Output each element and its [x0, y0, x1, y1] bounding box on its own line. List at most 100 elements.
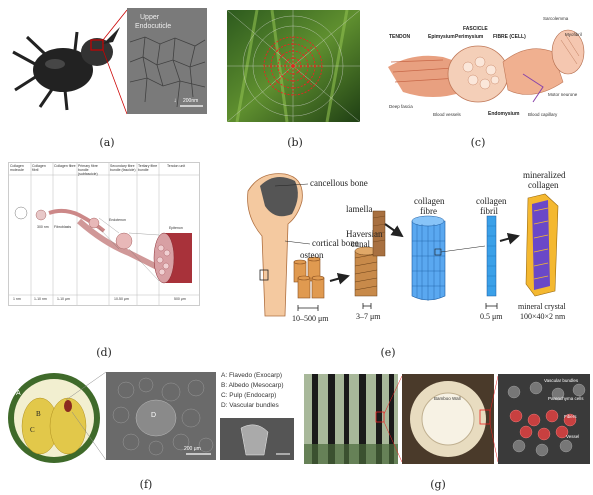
vascular-bundles-highlight [509, 409, 577, 441]
label-parenchyma: Parenchyma cells [548, 396, 584, 401]
zoom-marker [90, 39, 104, 51]
scale-label-f: 200 μm [184, 446, 201, 452]
label-mineralized-2: collagen [528, 180, 559, 190]
label-dim: 300 nm [37, 225, 49, 229]
label-collagen-fibre-2: fibre [420, 206, 437, 216]
scale-0: 1 nm [13, 297, 21, 301]
scale-2: 1-10 μm [57, 297, 70, 301]
label-mineral-crystal: mineral crystal [518, 302, 566, 311]
scale-1: 1-10 nm [34, 297, 47, 301]
sem-citrus-main [106, 372, 216, 460]
label-myofibril: Myofibril [565, 32, 582, 37]
label-endomysium: Endomysium [488, 111, 520, 117]
label-vascular-bundles: Vascular bundles [544, 378, 579, 383]
header-molecule: Collagen molecule [10, 164, 25, 172]
label-endotenon: Endotenon [109, 218, 126, 222]
scale-label-lamella: 3–7 μm [356, 312, 381, 321]
mineralized-collagen-block [525, 193, 559, 297]
myofibril-shape [551, 29, 585, 75]
label-collagen-fibre-1: collagen [414, 196, 445, 206]
label-haversian-2: canal [351, 239, 370, 249]
scale-label-fibril: 0.5 μm [480, 312, 503, 321]
label-epimysium: Epimysium [428, 34, 455, 40]
zoom-label-upper: Upper [140, 14, 160, 21]
beetle-figure: ↓ [12, 8, 207, 115]
label-C: C [30, 426, 35, 434]
label-epitenon: Epitenon [169, 226, 183, 230]
label-B: B [36, 410, 41, 418]
caption-e: (e) [380, 346, 396, 359]
tendon-shape [388, 55, 463, 97]
label-fibers: Fibers [564, 414, 577, 419]
header-tertiary: Tertiary fibre bundle [138, 164, 158, 172]
panel-d-tendon-hierarchy: Collagen molecule Collagen fibril Collag… [8, 162, 200, 306]
muscle-diagram [388, 29, 585, 103]
label-lamella: lamella [346, 204, 373, 214]
caption-f: (f) [139, 478, 153, 491]
label-osteon: osteon [300, 250, 324, 260]
beetle-silhouette [12, 27, 120, 111]
osteon-cluster [293, 256, 325, 299]
panel-a-beetle: ↓ Upper Endocuticle 200nm [5, 2, 210, 120]
label-deep-fascia: Deep fascia [389, 104, 413, 109]
bamboo-culm-photo [402, 374, 494, 464]
label-fascicle: FASCICLE [463, 26, 488, 32]
citrus-cross-section [8, 373, 100, 463]
label-cortical-bone: cortical bone [312, 238, 359, 248]
panel-g-bamboo: Bamboo Wall Vascular bundles Parenchyma … [304, 374, 590, 464]
header-primary: Primary fibre bundle (subfascicle) [78, 164, 98, 176]
scale-3: 10-50 μm [114, 297, 129, 301]
spider-web-photo [227, 10, 360, 122]
bamboo-micrograph [498, 374, 590, 464]
label-D: D [151, 412, 157, 419]
caption-c: (c) [470, 136, 486, 149]
panel-e-bone-hierarchy: cancellous bone cortical bone osteon lam… [230, 166, 590, 338]
panel-f-citrus: A B C D 200 μm A: Flavedo (Exocarp) B: A… [6, 370, 296, 464]
caption-b: (b) [287, 136, 303, 149]
zoom-label-endocuticle: Endocuticle [135, 23, 172, 30]
fascicle-shape [447, 45, 509, 103]
header-secondary: Secondary fibre bundle (fascicle) [110, 164, 136, 172]
header-fibre: Collagen fibre [54, 164, 76, 168]
bamboo-forest-photo [304, 374, 398, 464]
scale-label-osteon: 10–500 μm [292, 314, 329, 323]
sem-citrus-inset [220, 418, 294, 460]
label-perimysium: Perimysium [455, 34, 484, 40]
cancellous-region [260, 177, 298, 217]
web-highlight [263, 36, 323, 96]
legend-a: A: Flavedo (Exocarp) [221, 372, 283, 379]
label-fibroblasts: Fibroblasts [54, 225, 72, 229]
collagen-fibre-block [411, 215, 446, 301]
legend-c: C: Pulp (Endocarp) [221, 392, 277, 399]
arrow-mark: ↓ [174, 98, 177, 104]
legend-b: B: Albedo (Mesocarp) [221, 382, 284, 389]
scale-6: 500 μm [174, 297, 186, 301]
label-bamboo-wall: Bamboo Wall [434, 396, 461, 401]
label-collagen-fibril-2: fibril [480, 206, 498, 216]
label-vessel: Vessel [566, 434, 580, 439]
label-A: A [16, 390, 21, 397]
tendon-unit [153, 232, 192, 284]
citrus-figure [8, 371, 294, 463]
caption-g: (g) [430, 478, 446, 491]
scale-label: 200nm [183, 98, 199, 104]
label-tendon: TENDON [389, 34, 411, 40]
bamboo-figure [304, 374, 590, 464]
caption-a: (a) [99, 136, 115, 149]
panel-c-muscle: TENDON FASCICLE Epimysium Perimysium FIB… [383, 12, 588, 124]
legend-d: D: Vascular bundles [221, 402, 279, 409]
header-fibril: Collagen fibril [32, 164, 46, 172]
label-blood-capillary: Blood capillary [528, 112, 558, 117]
sem-micrograph [127, 8, 207, 114]
label-fibre: FIBRE (CELL) [493, 34, 526, 40]
label-collagen-fibril-1: collagen [476, 196, 507, 206]
fibre-shape [502, 48, 564, 95]
caption-d: (d) [96, 346, 112, 359]
label-motor-neurone: Motor neurone [548, 92, 578, 97]
label-crystal-size: 100×40×2 nm [520, 312, 566, 321]
label-haversian-1: Haversian [346, 229, 383, 239]
label-mineralized-1: mineralized [523, 170, 566, 180]
label-sarcolemma: Sarcolemma [543, 16, 569, 21]
label-blood-vessels: Blood vessels [433, 112, 461, 117]
label-cancellous-bone: cancellous bone [310, 178, 368, 188]
